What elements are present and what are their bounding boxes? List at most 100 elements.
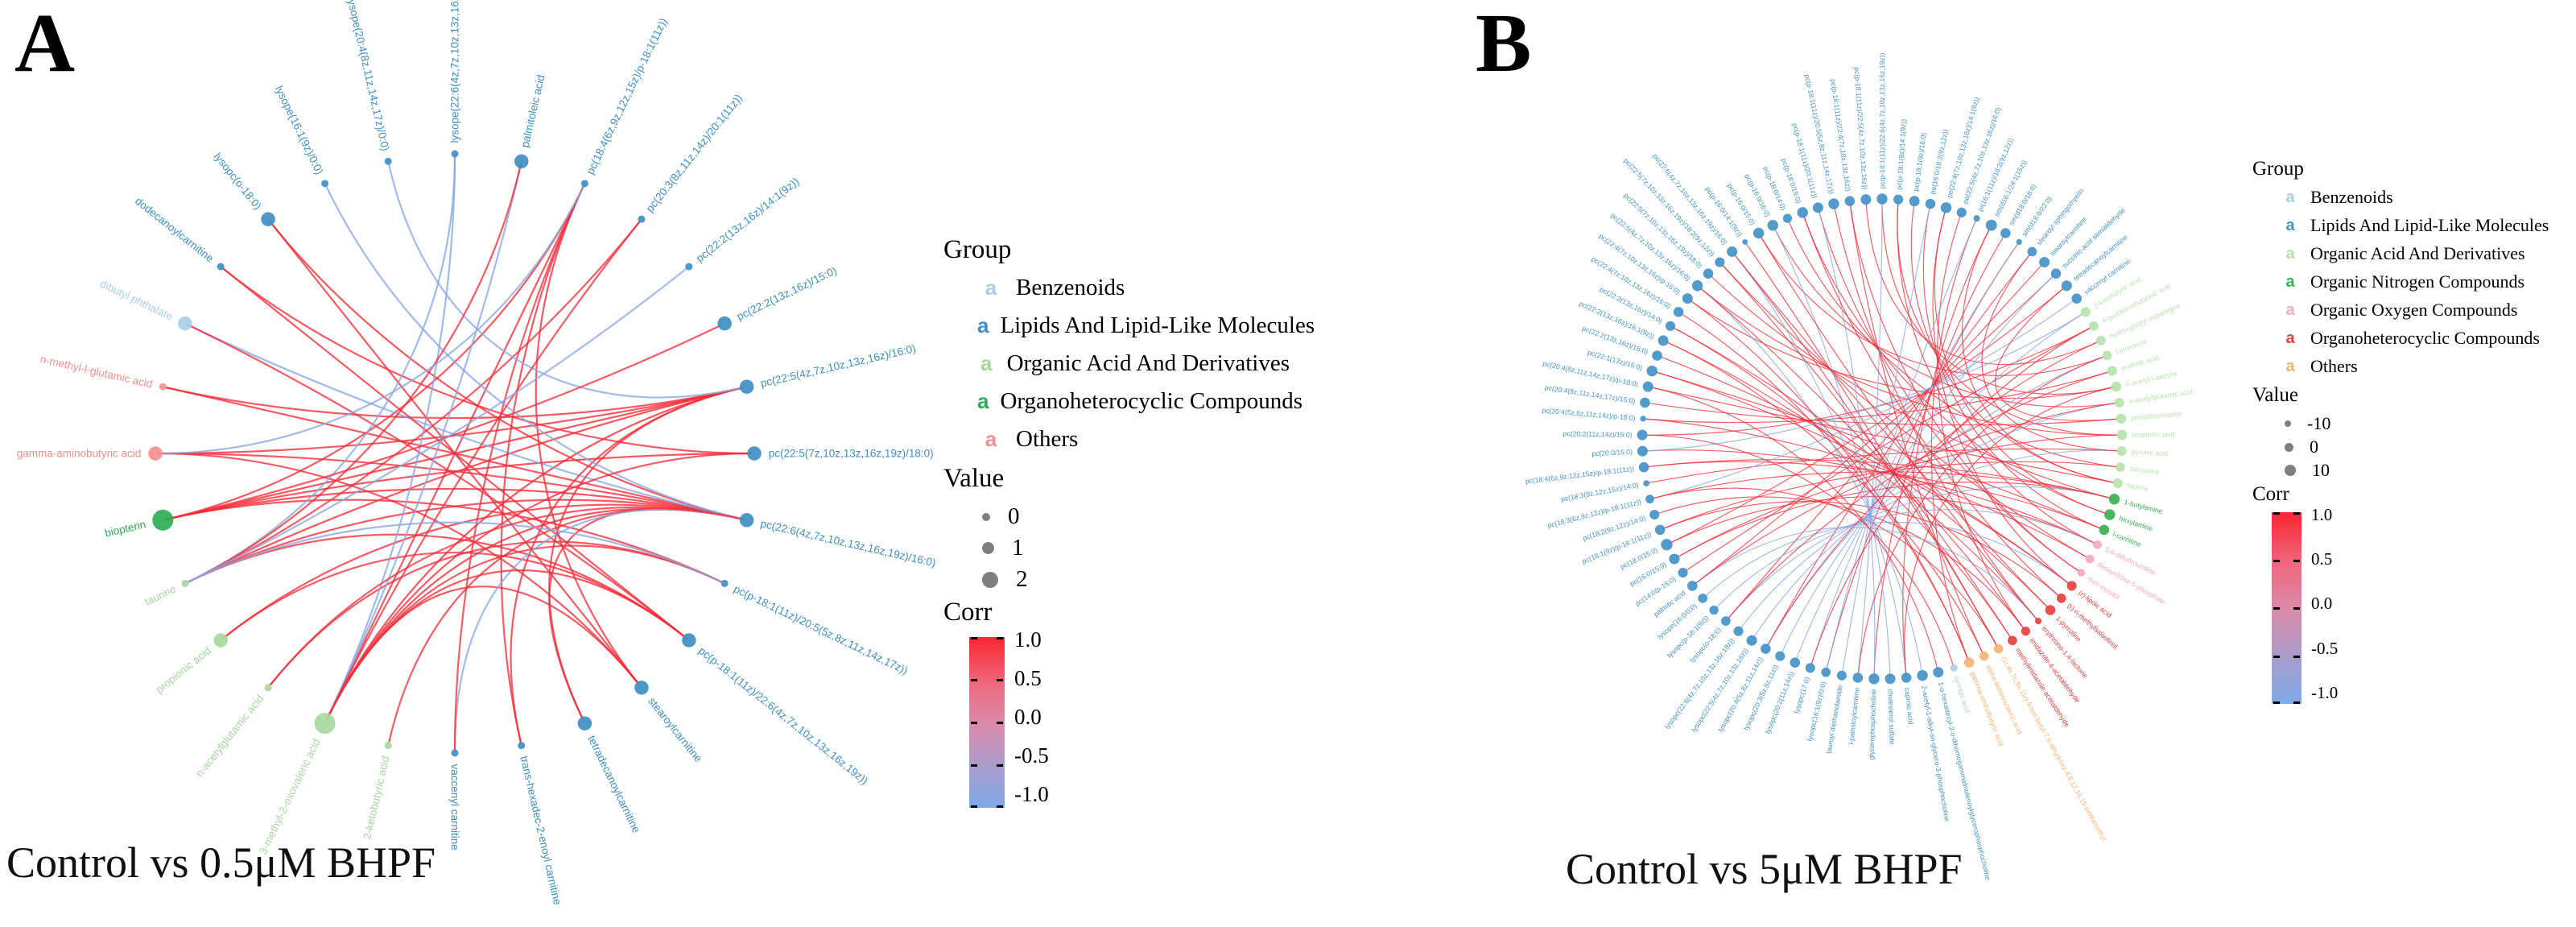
node-dot <box>1746 635 1757 646</box>
node-dot <box>682 633 696 648</box>
corr-tick-dash <box>997 805 1003 808</box>
node-label: malonic acid <box>2120 354 2160 372</box>
node-dot <box>1687 581 1698 591</box>
node-dot <box>1727 246 1738 257</box>
node-dot <box>1752 227 1765 239</box>
group-color-mark: a <box>2285 272 2295 291</box>
corr-tick-dash <box>2293 512 2300 515</box>
node-dot <box>1775 651 1785 661</box>
value-size-dot <box>982 542 994 554</box>
correlation-edge <box>1715 509 2096 609</box>
group-label: Organic Nitrogen Compounds <box>2310 271 2525 292</box>
node-label: lysope(20:4(8z,11z,14z,17z)/0:0) <box>345 0 391 152</box>
correlation-edge <box>1694 275 2055 586</box>
correlation-edge <box>1897 201 2096 544</box>
legend-value-item: 0 <box>982 503 1290 530</box>
node-dot <box>1860 194 1872 205</box>
group-color-mark: a <box>977 313 989 337</box>
node-dot <box>217 263 225 271</box>
legend-section-title: Value <box>943 464 1005 493</box>
node-dot <box>1698 594 1708 603</box>
corr-tick-label: -0.5 <box>2311 638 2339 658</box>
correlation-edge <box>1647 402 2119 426</box>
group-label: Others <box>2310 356 2358 376</box>
node-label: pc(22:1(13z)/15:0) <box>1587 348 1643 372</box>
node-dot <box>2116 413 2127 424</box>
node-dot <box>1637 429 1648 441</box>
corr-tick-dash <box>971 764 977 767</box>
node-label: stearoyl sphingomyelin <box>2035 187 2086 247</box>
node-dot <box>2080 307 2091 317</box>
correlation-edge <box>165 499 723 584</box>
correlation-edge <box>548 386 745 722</box>
node-label: n-acetylglutamic acid <box>2128 387 2194 405</box>
correlation-edge <box>1645 370 2111 424</box>
correlation-edge <box>1826 220 1976 670</box>
correlation-edge <box>1981 253 2120 452</box>
corr-gradient-bar <box>969 637 1005 808</box>
group-color-mark: a <box>2285 357 2295 375</box>
correlation-edge <box>1922 205 2103 530</box>
node-dot <box>1645 495 1654 504</box>
legend-group-item-others: a Others <box>2280 356 2574 377</box>
correlation-edge <box>324 185 745 521</box>
value-size-dot <box>2285 465 2296 476</box>
node-label: pe(16:0/18:2(9z,12z)) <box>1929 128 1950 195</box>
node-dot <box>1844 196 1856 206</box>
node-dot <box>747 446 762 461</box>
node-dot <box>1828 198 1839 209</box>
node-label: pc(22:2(13z,16z)/15:0) <box>735 264 839 322</box>
correlation-edge <box>1727 486 2112 620</box>
corr-tick-dash <box>2273 607 2280 610</box>
correlation-edge <box>1818 209 2080 572</box>
correlation-edge <box>1962 227 2116 484</box>
correlation-edge <box>1652 299 2075 499</box>
node-label: syringic acid <box>1953 675 1972 714</box>
node-label: n-acetyl-l-alanine <box>2125 369 2178 388</box>
node-label: taurine <box>142 583 178 608</box>
corr-tick-label: -0.5 <box>1014 743 1049 768</box>
correlation-edge <box>157 452 745 521</box>
correlation-edge <box>187 267 688 584</box>
panel-a-network: lysope(22:6(4z,7z,10z,13z,16z,19z)/0:0)p… <box>17 0 937 906</box>
node-dot <box>451 749 459 757</box>
group-color-mark: a <box>2285 216 2295 234</box>
group-label: Organic Acid And Derivatives <box>2310 243 2525 263</box>
node-label: n-acetylglutamic acid <box>193 693 266 780</box>
panel-a-title: Control vs 0.5μM BHPF <box>6 838 436 887</box>
node-dot <box>2061 280 2072 292</box>
correlation-edge <box>221 552 688 639</box>
legend-group-item-organic_nitrogen: a Organic Nitrogen Compounds <box>2280 271 2574 292</box>
node-label: pc(20:4(5z,8z,11z,14z)/p-18:0) <box>1542 406 1636 422</box>
node-dot <box>384 157 392 165</box>
node-dot <box>1767 219 1778 231</box>
correlation-edge <box>1652 487 1998 648</box>
correlation-edge <box>1857 201 1883 676</box>
node-label: sarcosine <box>2129 465 2160 476</box>
correlation-edge <box>1752 402 2117 639</box>
node-label: 4-guanidinobutanoic acid <box>2100 282 2172 325</box>
correlation-edge <box>1902 227 1991 676</box>
correlation-edge <box>1665 341 1984 655</box>
correlation-edge <box>1684 326 2092 572</box>
node-label: pc(20:0/15:0) <box>1591 448 1633 458</box>
correlation-edge <box>1733 253 1998 648</box>
corr-tick-dash <box>2293 655 2300 658</box>
correlation-edge <box>1680 312 1969 661</box>
node-label: stearoylcarnitine <box>646 695 704 764</box>
node-dot <box>1703 268 1714 279</box>
correlation-edge <box>1699 287 2025 630</box>
node-dot <box>1682 293 1693 304</box>
node-label: taurine <box>2127 481 2149 493</box>
node-label: l-threonine <box>2115 337 2149 357</box>
node-label: pc(p-18:1(11z)/22:6(4z,7z,10z,13z,16z,19… <box>1878 53 1886 189</box>
correlation-edge <box>1849 203 1984 655</box>
correlation-edge <box>187 499 745 584</box>
node-dot <box>1940 202 1952 213</box>
node-label: pc(18:4(6z,9z,12z,15z)/p-18:1(11z)) <box>584 16 670 176</box>
node-dot <box>1812 202 1823 213</box>
corr-tick-dash <box>2273 701 2280 704</box>
correlation-edge <box>187 521 723 584</box>
